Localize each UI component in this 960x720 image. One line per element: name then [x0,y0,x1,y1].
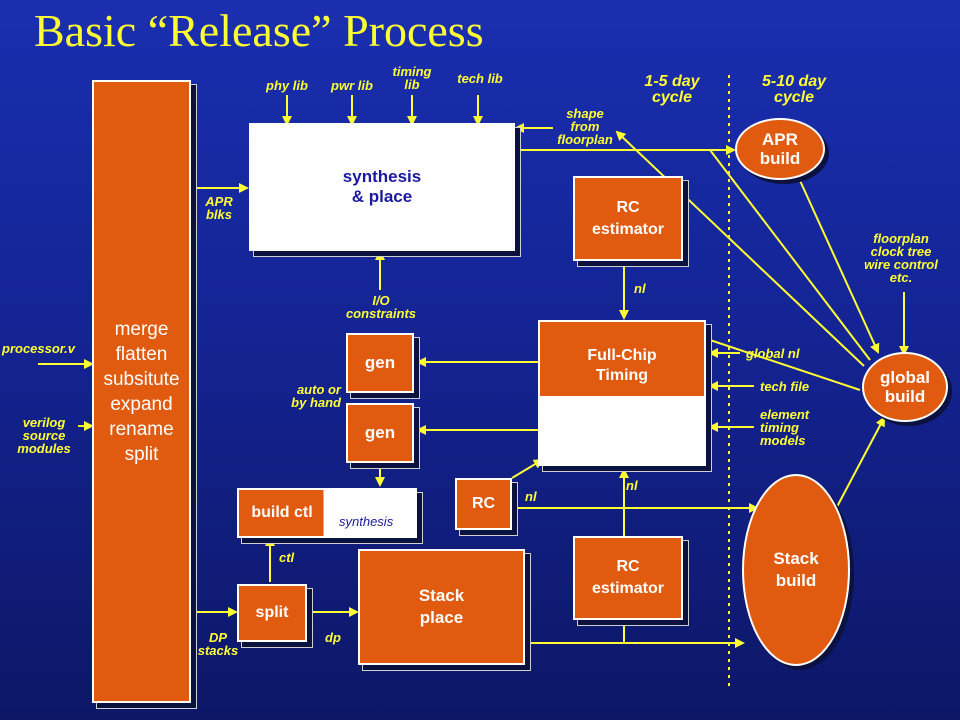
rc-estimator-bottom-box[interactable]: RC estimator [573,536,683,620]
split-box[interactable]: split [237,584,307,642]
verilog-label: verilog source modules [17,415,71,456]
apr-build-oval[interactable]: APR build [735,118,825,180]
build-ctl-label: build ctl [251,504,313,521]
ctl-label: ctl [279,550,295,565]
nl-top-label: nl [634,281,646,296]
merge-box[interactable]: merge flatten subsitute expand rename sp… [92,80,191,703]
synthesis-place-box[interactable]: synthesis & place [249,123,515,251]
floorplan-clock-label: floorplan clock tree wire control etc. [864,231,938,285]
gen-top-box[interactable]: gen [346,333,414,393]
auto-by-hand-label: auto or by hand [291,382,341,410]
wire-global-fc [684,329,861,391]
tech-lib-label: tech lib [457,71,503,86]
nl-rc-label: nl [525,489,537,504]
wire-global-shape [615,130,865,367]
build-ctl-sub-label: synthesis [339,513,394,529]
stack-place-box[interactable]: Stack place [358,549,525,665]
apr-blks-label: APR blks [205,194,233,222]
page-title: Basic “Release” Process [34,5,484,56]
short-cycle-label: 1-5 day cycle [644,73,700,106]
dp-label: dp [325,630,341,645]
timing-lib-label: timing lib [392,64,432,92]
global-build-oval[interactable]: global build [862,352,948,422]
gen-bottom-box[interactable]: gen [346,403,414,463]
dp-stacks-label: DP stacks [197,630,239,658]
build-ctl-box[interactable]: build ctl synthesis [237,488,417,538]
wire-rc-fc [511,458,544,479]
processor-v-label: processor.v [2,341,75,356]
rc-estimator-top-box[interactable]: RC estimator [573,176,683,261]
tech-file-label: tech file [760,379,810,394]
io-constraints-label: I/O constraints [345,293,417,321]
long-cycle-label: 5-10 day cycle [761,73,827,106]
phy-lib-label: phy lib [266,78,308,93]
rc-small-box[interactable]: RC [455,478,512,530]
global-nl-label: global nl [746,346,800,361]
element-timing-label: element timing models [760,407,810,448]
wire-stack-global [829,416,885,521]
wire-apr-global [796,173,880,354]
full-chip-timing-box[interactable]: Full-Chip Timing [538,320,706,466]
pwr-lib-label: pwr lib [331,78,373,93]
stack-build-oval[interactable]: Stack build [742,474,850,666]
wire-global-aprbuild [709,149,871,361]
shape-floorplan-label: shape from floorplan [557,106,613,147]
nl-bottom-label: nl [626,478,638,493]
